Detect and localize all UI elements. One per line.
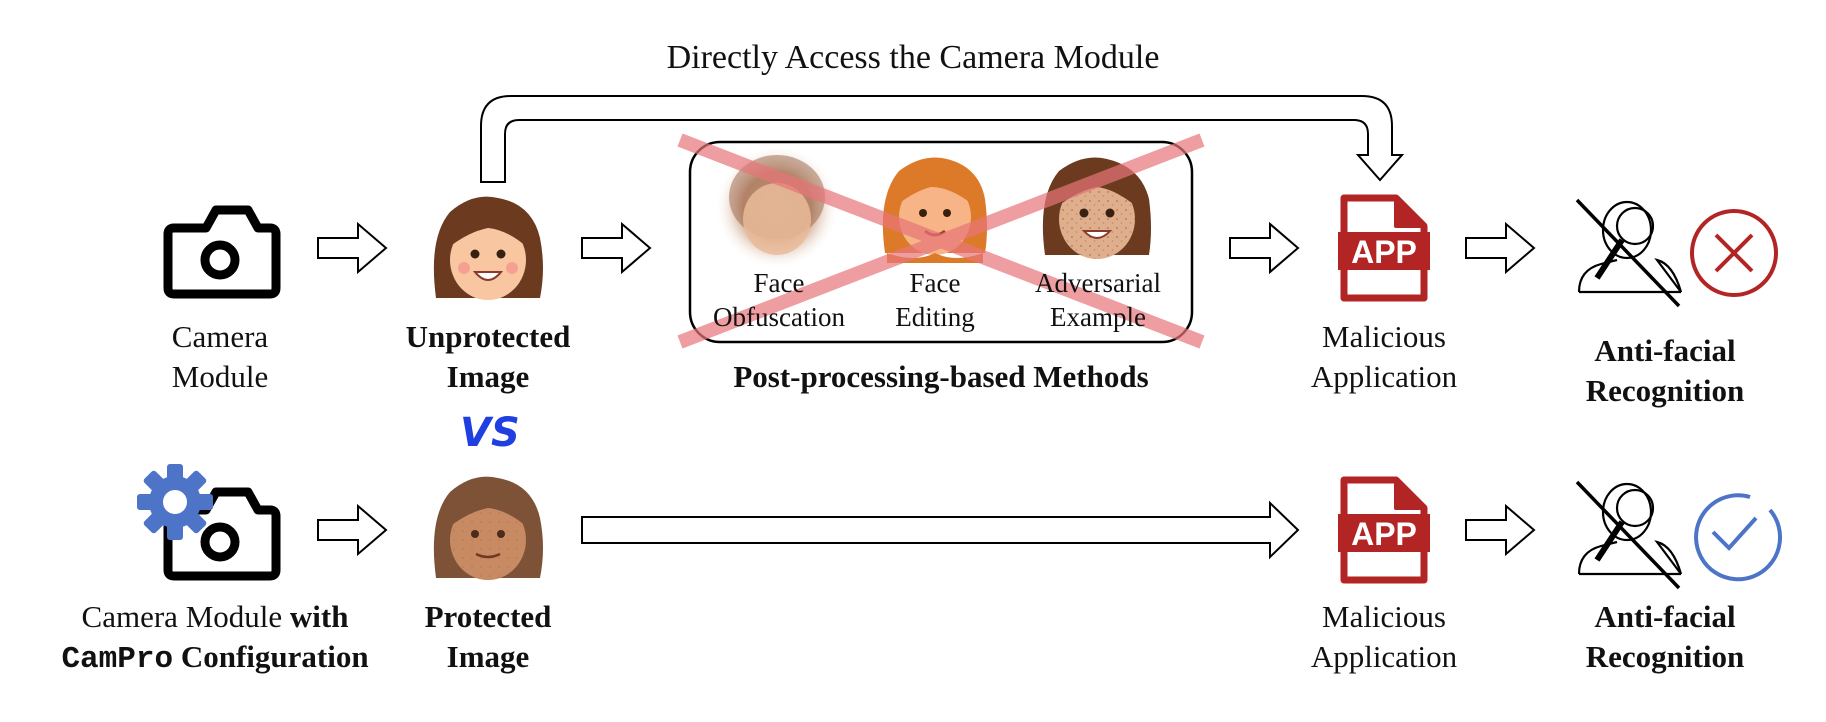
app-file-icon-2 [1338, 476, 1430, 584]
camera-label-line2: Module [171, 359, 269, 394]
check-circle-icon [1694, 493, 1782, 582]
arrow-protected-to-app [581, 500, 1300, 560]
result-label-line2: Recognition [1585, 373, 1745, 408]
campro-label-line1: Camera Module with [30, 597, 400, 637]
post-processing-box [688, 140, 1194, 344]
campro-camera-label: Camera Module with CamPro Configuration [30, 597, 400, 680]
protected-label-line1: Protected [424, 599, 552, 634]
app2-label-line1: Malicious [1322, 599, 1446, 634]
arrow-image-to-methods [581, 221, 652, 275]
result2-label-line2: Recognition [1585, 639, 1745, 674]
protected-label-line2: Image [446, 639, 530, 674]
app-icon-text: APP [1351, 234, 1417, 270]
bypass-arrow-label: Directly Access the Camera Module [666, 39, 1160, 76]
camera-icon [163, 205, 281, 299]
app-label-line1: Malicious [1322, 319, 1446, 354]
campro-configuration: Configuration [173, 639, 369, 674]
anti-facial-recognition-label: Anti-facial Recognition [1560, 331, 1770, 411]
face-editing-label: Face Editing [865, 266, 1005, 334]
unprotected-image-label: Unprotected Image [388, 317, 588, 397]
unprotected-label-line1: Unprotected [405, 319, 571, 354]
methods-title: Post-processing-based Methods [733, 359, 1149, 394]
gear-icon [137, 464, 213, 540]
campro-label-with: with [289, 599, 349, 634]
malicious-app-label-2: Malicious Application [1294, 597, 1474, 677]
face-obfuscation-label: Face Obfuscation [702, 266, 856, 334]
result-label-line1: Anti-facial [1594, 333, 1736, 368]
protected-face-icon [433, 476, 543, 580]
arrow-app-to-result [1465, 221, 1536, 275]
campro-label-plain: Camera Module [81, 599, 290, 634]
camera-label-line1: Camera [171, 319, 269, 354]
method-2-line1: Face [909, 268, 961, 298]
app-file-icon [1338, 194, 1430, 302]
method-3-line1: Adversarial [1035, 268, 1161, 298]
blurred-face-icon [715, 145, 839, 269]
app-label-line2: Application [1310, 359, 1458, 394]
malicious-app-label: Malicious Application [1294, 317, 1474, 397]
method-2-line2: Editing [895, 302, 975, 332]
campro-name: CamPro [61, 642, 174, 677]
method-1-line1: Face [753, 268, 805, 298]
face-recognition-crossed-icon [1575, 198, 1683, 308]
methods-crossed-out-icon [677, 133, 1205, 349]
arrow-app-to-result-2 [1465, 503, 1536, 557]
method-3-line2: Example [1050, 302, 1146, 332]
x-circle-icon [1690, 209, 1778, 297]
arrow-methods-to-app [1229, 221, 1300, 275]
protected-image-label: Protected Image [388, 597, 588, 677]
arrow-camera-to-image [317, 221, 388, 275]
result2-label-line1: Anti-facial [1594, 599, 1736, 634]
bypass-arrow [480, 95, 1405, 183]
anti-facial-recognition-label-2: Anti-facial Recognition [1560, 597, 1770, 677]
unprotected-face-icon [433, 196, 543, 300]
camera-module-label: Camera Module [140, 317, 300, 397]
vs-label: VS [460, 410, 520, 456]
unprotected-label-line2: Image [446, 359, 530, 394]
campro-label-line2: CamPro Configuration [30, 637, 400, 680]
app-icon-text-2: APP [1351, 516, 1417, 552]
arrow-camera-to-protected [317, 503, 388, 557]
app2-label-line2: Application [1310, 639, 1458, 674]
method-1-line2: Obfuscation [713, 302, 845, 332]
adversarial-example-label: Adversarial Example [1018, 266, 1178, 334]
face-recognition-crossed-icon-2 [1575, 480, 1683, 590]
